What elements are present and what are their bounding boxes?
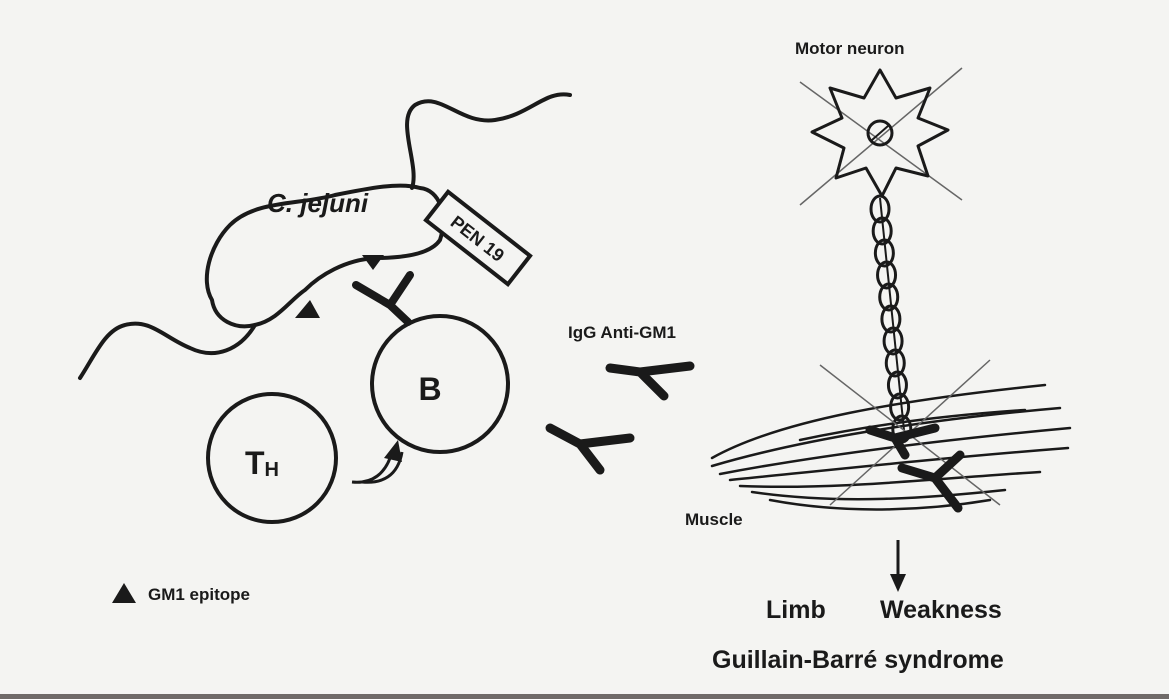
bacterium-label: C. jejuni — [267, 188, 369, 218]
b-cell-label: B — [418, 371, 441, 407]
syndrome-label: Guillain-Barré syndrome — [712, 646, 1004, 674]
neuron-label: Motor neuron — [795, 39, 905, 58]
muscle-label: Muscle — [685, 510, 743, 529]
th-cell-label-sub: H — [265, 459, 279, 481]
legend-label: GM1 epitope — [148, 585, 250, 604]
th-cell-label-main: T — [245, 445, 265, 481]
outcome-weakness: Weakness — [880, 596, 1002, 624]
outcome-limb: Limb — [766, 596, 826, 624]
antibody-label: IgG Anti-GM1 — [568, 323, 676, 342]
